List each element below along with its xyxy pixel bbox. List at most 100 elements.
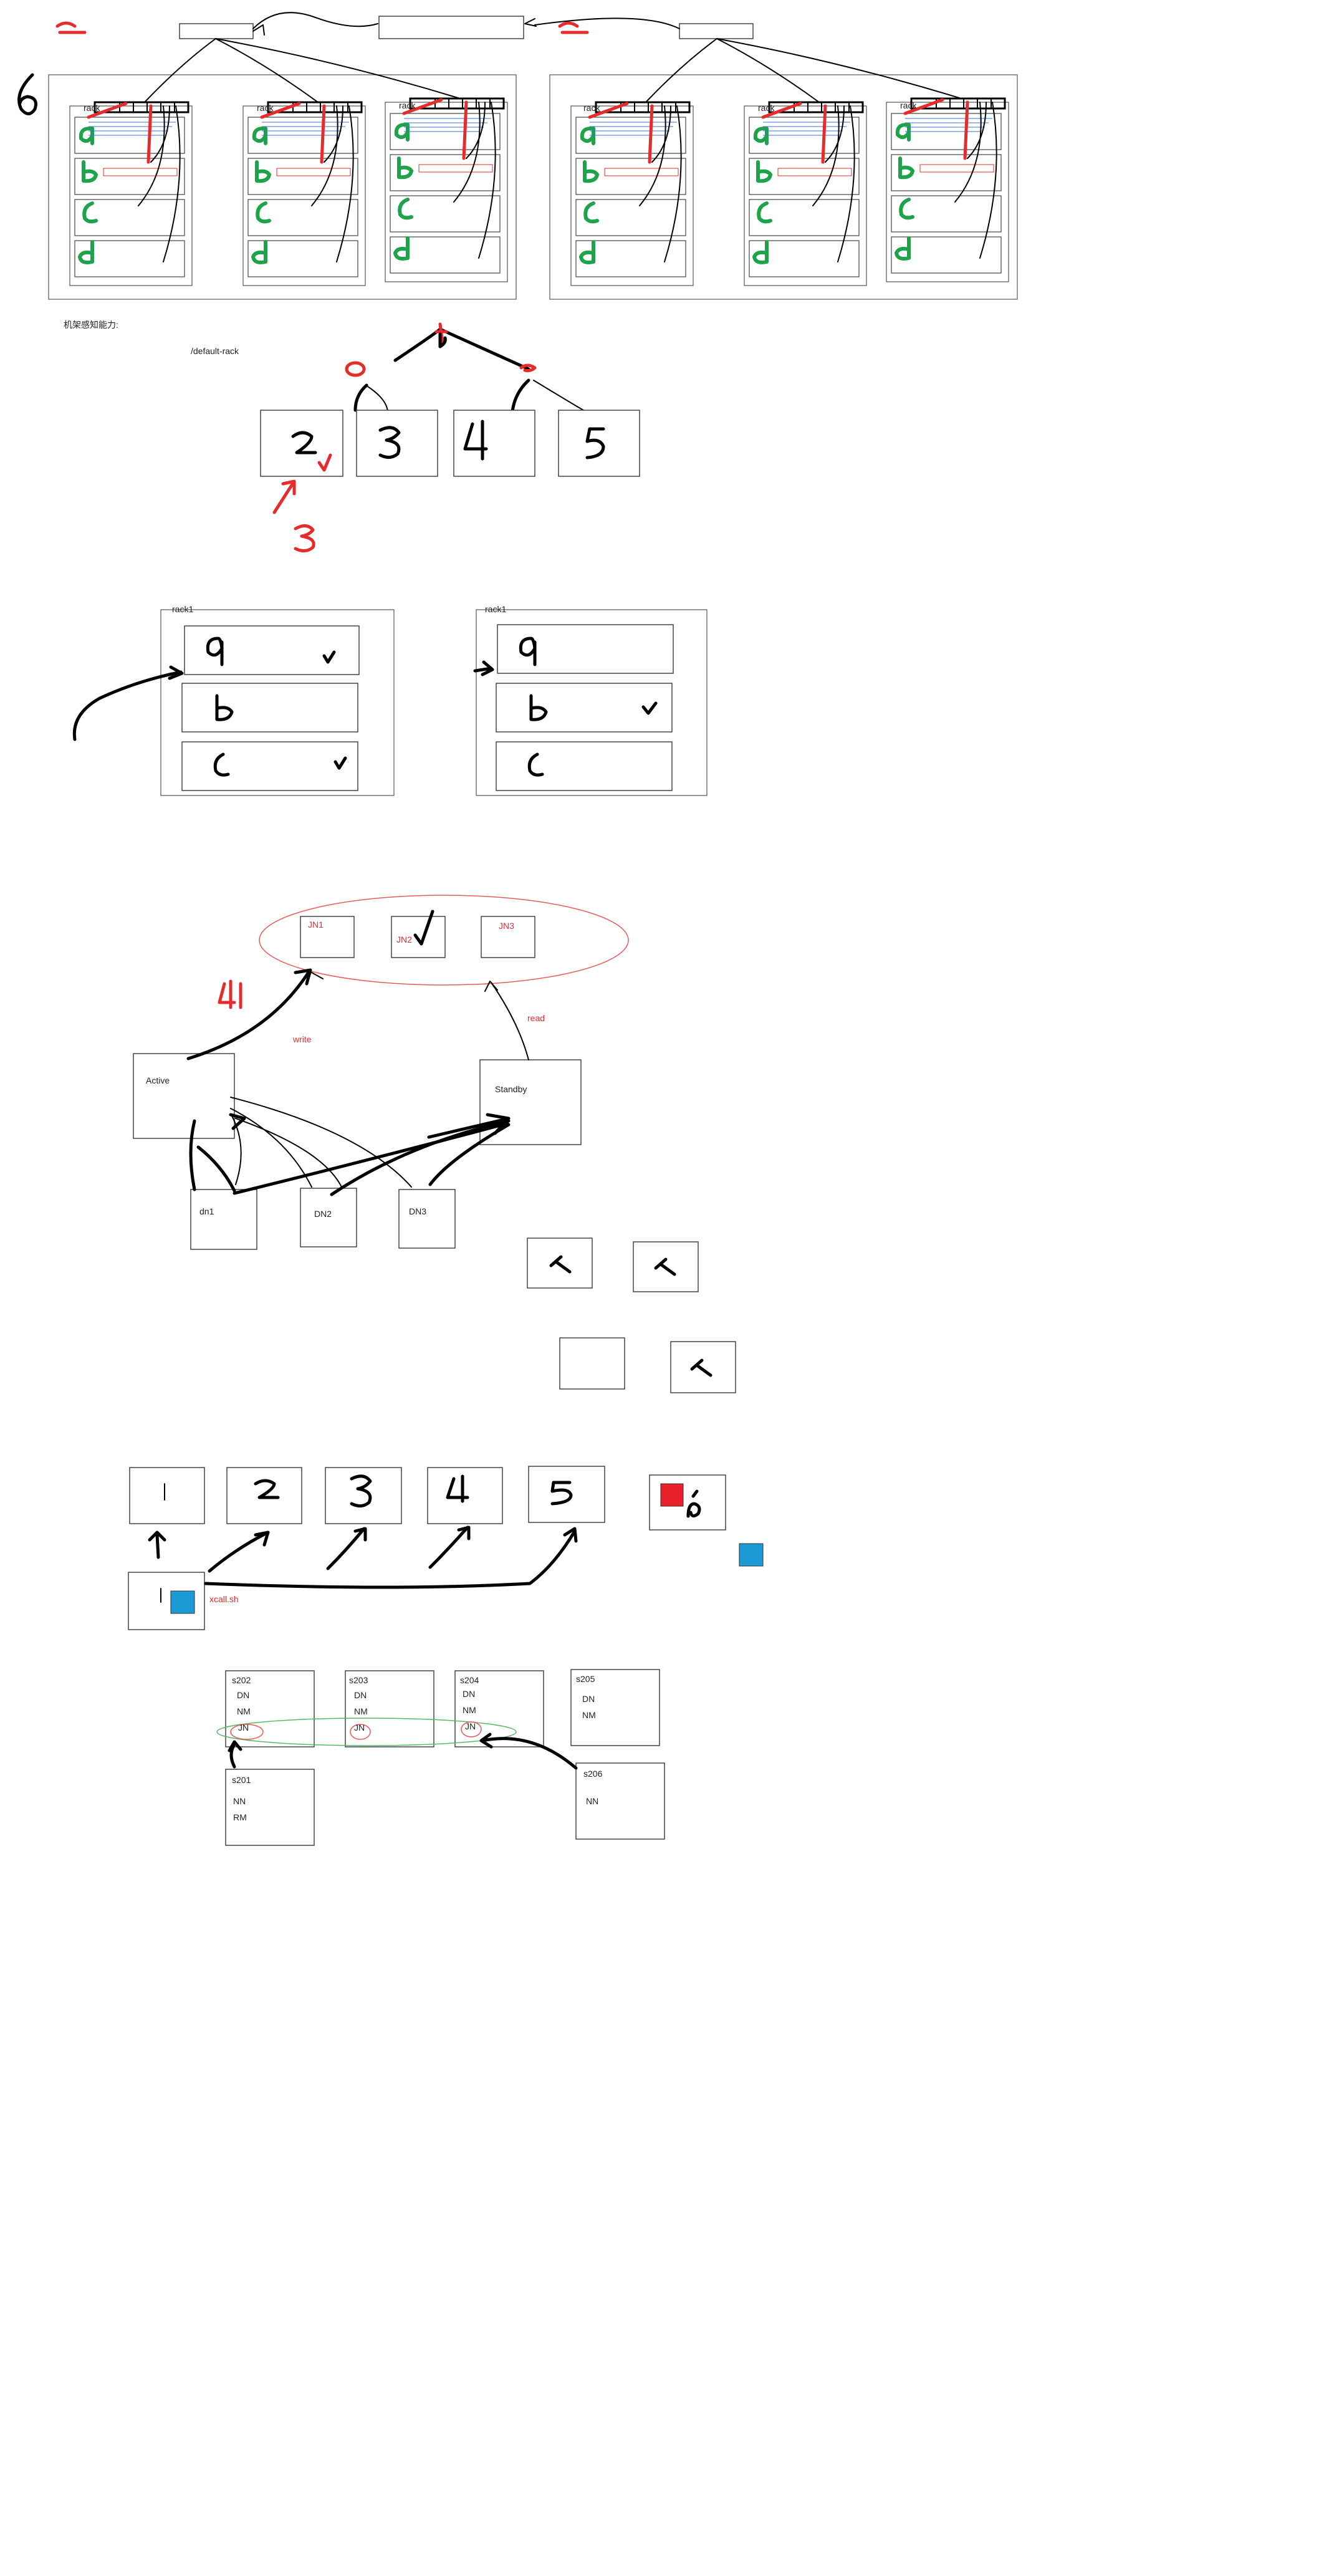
green-c-3 xyxy=(398,198,413,220)
spare-box-3 xyxy=(559,1337,625,1390)
server-role-s205-1: NM xyxy=(582,1710,596,1720)
xcall-section xyxy=(128,1466,764,1630)
check-b-2 xyxy=(641,701,658,715)
host-box-5 xyxy=(528,1466,605,1523)
cross-mark-2 xyxy=(654,1257,676,1276)
dn3-box xyxy=(398,1189,456,1249)
handwritten-six xyxy=(17,73,37,115)
server-role-s204-2: JN xyxy=(465,1721,476,1731)
standby-label: Standby xyxy=(495,1084,527,1094)
s201-to-jn-arrow xyxy=(228,1740,242,1769)
dn-heartbeat-1 xyxy=(189,1119,236,1193)
jn1-box xyxy=(300,916,355,958)
default-rack-label: /default-rack xyxy=(191,346,239,356)
rack-uplink-4 xyxy=(645,38,717,103)
red-left-node-mark xyxy=(345,361,366,377)
server-role-s201-1: RM xyxy=(233,1812,247,1822)
write-label: write xyxy=(293,1034,312,1044)
rack-uplink-2 xyxy=(215,38,319,103)
server-s202 xyxy=(225,1670,315,1747)
rack-3-red-marker xyxy=(418,164,493,173)
rack-5-node-c xyxy=(749,199,860,236)
dn-to-standby-2 xyxy=(330,1119,511,1196)
server-name-s205: s205 xyxy=(576,1674,595,1684)
hand-b-1 xyxy=(215,694,234,721)
dn1-box xyxy=(190,1189,257,1250)
rack1-right-node-c xyxy=(496,741,673,791)
server-name-s201: s201 xyxy=(232,1775,251,1785)
rack-frame-1 xyxy=(69,105,193,286)
rack-1-node-c xyxy=(74,199,185,236)
jn-mark-s204 xyxy=(461,1721,482,1737)
rack-2-red-marker xyxy=(276,168,351,176)
blue-square xyxy=(739,1543,764,1567)
red-41 xyxy=(218,979,242,1009)
xcall-arrow-3 xyxy=(326,1527,367,1570)
dn1-label: dn1 xyxy=(199,1206,214,1216)
red-square xyxy=(660,1483,684,1507)
rack-frame-3 xyxy=(385,102,508,282)
digit-2b xyxy=(254,1479,280,1499)
jn-mark-s203 xyxy=(350,1724,371,1740)
rack1-incoming-arrow xyxy=(72,670,183,741)
uplink-curve-left xyxy=(252,12,378,29)
green-d-2 xyxy=(251,240,267,264)
server-name-s206: s206 xyxy=(583,1769,603,1779)
green-c-4 xyxy=(583,201,599,224)
rack-6-node-c xyxy=(891,195,1002,233)
green-b-5 xyxy=(756,160,772,183)
rack-4-red-stroke xyxy=(588,102,654,164)
rack-3-node-b xyxy=(390,154,501,191)
rack1-left-node-b xyxy=(181,683,358,733)
digit-3 xyxy=(378,426,401,459)
rack-6-node-b xyxy=(891,154,1002,191)
datacenter-left xyxy=(48,74,517,300)
hand-c-2 xyxy=(527,752,544,777)
host-box-3 xyxy=(325,1467,402,1524)
green-b-3 xyxy=(397,156,413,180)
rack-1-cables xyxy=(138,105,181,262)
tree-left-edge-2 xyxy=(367,386,388,412)
green-d-4 xyxy=(579,240,595,264)
racks-layer xyxy=(69,38,1009,286)
rack-2-red-stroke xyxy=(260,102,326,164)
server-role-s203-0: DN xyxy=(354,1690,367,1700)
rack-4-node-c xyxy=(575,199,686,236)
digit-2 xyxy=(291,431,317,454)
server-role-s204-0: DN xyxy=(463,1689,476,1699)
dn3-label: DN3 xyxy=(409,1206,427,1216)
top-switch-left xyxy=(179,23,254,39)
rack1-section xyxy=(72,609,708,796)
tree-right-edge-2 xyxy=(533,380,584,411)
cluster-layout-section xyxy=(216,1669,665,1846)
rack-1-red-stroke xyxy=(87,102,153,164)
ha-section xyxy=(133,895,736,1393)
rack-5-red-marker xyxy=(777,168,852,176)
rack-1-node-b xyxy=(74,158,185,195)
green-c-1 xyxy=(82,201,98,224)
rack-switch-6 xyxy=(910,97,1006,110)
rack-uplink-3 xyxy=(215,38,461,99)
write-arrow xyxy=(186,969,311,1060)
rack1-arrowhead xyxy=(168,665,184,680)
tree-node-2 xyxy=(260,410,343,477)
green-d-3 xyxy=(393,236,410,261)
rack-6-red-marker xyxy=(919,164,994,173)
server-name-s203: s203 xyxy=(349,1675,368,1685)
digit-3b xyxy=(350,1474,372,1507)
check-c-1 xyxy=(333,756,347,770)
tree-root-branch xyxy=(393,327,530,371)
rack-4-cables xyxy=(639,105,682,262)
jn-mark-s202 xyxy=(230,1724,264,1740)
xcall-arrow-4 xyxy=(428,1526,471,1569)
cross-mark-1 xyxy=(549,1255,572,1274)
rack-switch-2 xyxy=(267,101,363,113)
rack-4-node-b xyxy=(575,158,686,195)
root-node-mark xyxy=(438,332,447,348)
uplink-arrow-head-2 xyxy=(252,24,265,36)
server-role-s202-2: JN xyxy=(238,1723,249,1733)
rack-6-red-stroke xyxy=(903,98,969,160)
rack-frame-5 xyxy=(744,105,867,286)
rack-awareness-section xyxy=(260,322,640,552)
